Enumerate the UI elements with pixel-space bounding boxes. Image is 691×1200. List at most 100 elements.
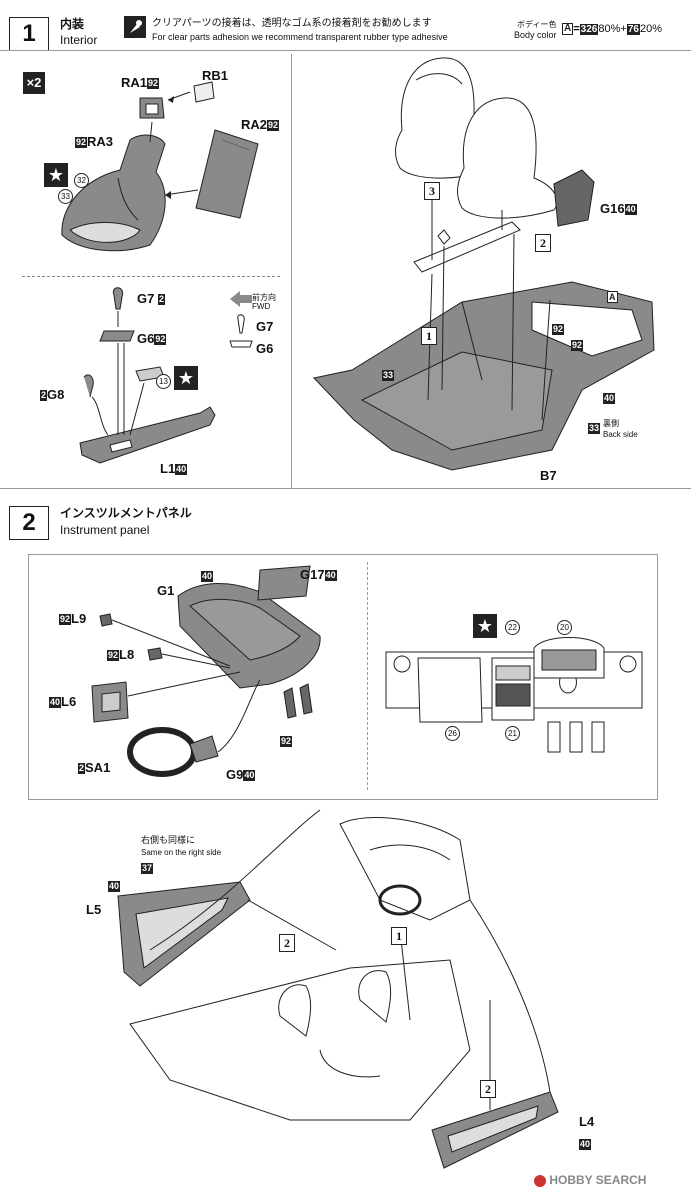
body-color-plus: + — [620, 23, 627, 35]
part-g8: 2G8 — [40, 387, 65, 402]
seat-console-divider — [22, 276, 280, 277]
part-ra3-color: 92 — [75, 137, 88, 149]
decal-star-icon: ★ — [44, 163, 68, 187]
quantity-badge: ×2 — [23, 72, 45, 94]
part-l4: L4 — [579, 1114, 595, 1129]
step1-vertical-divider — [291, 54, 292, 488]
watermark: HOBBY SEARCH — [534, 1173, 646, 1187]
part-b7: B7 — [540, 468, 557, 483]
instrument-panel-drawing — [91, 565, 321, 777]
body-color-mix-b: 76 — [626, 23, 640, 35]
decal-ref-20: 20 — [557, 620, 572, 635]
body-color-mix-b-pct: 20% — [639, 23, 662, 35]
part-g6-color: 92 — [154, 334, 167, 346]
part-g16-color: 40 — [624, 204, 637, 216]
part-ra3: 92RA3 — [75, 134, 114, 149]
part-g17-color: 40 — [324, 570, 337, 582]
body-color-code: A — [562, 23, 574, 36]
step-ref-1-center: 1 — [391, 927, 407, 945]
color-ref-92b: 92 — [571, 340, 584, 352]
color-ref-92-panel: 92 — [280, 736, 293, 748]
part-g6: G692 — [137, 331, 167, 346]
part-l1-color: 40 — [175, 464, 188, 476]
step-ref-2-right: 2 — [480, 1080, 496, 1098]
adhesive-note-en: For clear parts adhesion we recommend tr… — [152, 32, 448, 42]
dashboard-decal-drawing — [385, 637, 643, 753]
step1-separator — [0, 50, 691, 51]
part-l6-color: 40 — [49, 697, 62, 709]
part-l1: L140 — [160, 461, 188, 476]
part-g17: G1740 — [300, 567, 337, 582]
body-color-ref-a: A — [607, 290, 618, 303]
part-g16: G1640 — [600, 201, 637, 216]
part-l8-color: 92 — [107, 650, 120, 662]
step-number-1: 1 — [9, 17, 49, 51]
step-ref-2-left: 2 — [279, 934, 295, 952]
adhesive-note-jp: クリアパーツの接着は、透明なゴム系の接着剤をお勧めします — [152, 18, 432, 29]
part-g9-color: 40 — [243, 770, 256, 782]
part-g7-color: 2 — [157, 294, 165, 306]
part-g1-color: 40 — [201, 571, 214, 583]
part-ra1: RA192 — [121, 75, 160, 90]
adhesive-icon — [124, 16, 146, 38]
step2-title-jp: インスツルメントパネル — [60, 506, 192, 520]
part-ra2-color: 92 — [267, 120, 280, 132]
color-ref-33: 33 — [382, 370, 395, 382]
floor-assembly-drawing — [313, 57, 655, 471]
back-side-jp: 裏側 — [603, 419, 619, 428]
back-side-color: 33 — [588, 423, 601, 435]
step-ref-2: 2 — [535, 234, 551, 252]
part-g7: G7 2 — [137, 291, 165, 306]
step1-title-en: Interior — [60, 33, 98, 47]
part-rb1: RB1 — [202, 68, 229, 83]
decal-star-icon-3: ★ — [473, 614, 497, 638]
part-ra1-color: 92 — [147, 78, 160, 90]
step-separator — [0, 488, 691, 489]
color-ref-92a: 92 — [552, 324, 565, 336]
right-side-note-en: Same on the right side — [141, 848, 222, 857]
step-number-2: 2 — [9, 506, 49, 540]
part-l9: 92L9 — [59, 611, 87, 626]
fwd-label-en: FWD — [252, 302, 271, 311]
step-ref-1: 1 — [421, 327, 437, 345]
fwd-label-jp: 前方向 — [252, 293, 276, 302]
decal-ref-26: 26 — [445, 726, 460, 741]
body-color-mix-a: 326 — [579, 23, 599, 35]
part-g1: G1 — [157, 583, 175, 598]
part-g8-color: 2 — [40, 390, 48, 402]
right-side-note-jp: 右側も同様に — [141, 835, 196, 845]
part-sa1-color: 2 — [78, 763, 86, 775]
body-color-mix-a-pct: 80% — [598, 23, 621, 35]
body-color-en: Body color — [514, 30, 557, 40]
panel-frame-divider — [367, 562, 368, 790]
part-ra2: RA292 — [241, 117, 280, 132]
decal-ref-13: 13 — [156, 374, 171, 389]
watermark-logo-icon — [534, 1174, 546, 1187]
part-l8: 92L8 — [107, 647, 135, 662]
body-color-jp: ボディー色 — [517, 20, 557, 29]
side-g6: G6 — [256, 341, 274, 356]
side-g7: G7 — [256, 319, 274, 334]
seat-assembly-drawing — [61, 81, 259, 252]
step1-title-jp: 内装 — [60, 17, 85, 31]
decal-ref-21: 21 — [505, 726, 520, 741]
part-l5: L5 — [86, 902, 102, 917]
l4-color: 40 — [579, 1139, 592, 1151]
part-l6: 40L6 — [49, 694, 77, 709]
step-ref-3: 3 — [424, 182, 440, 200]
part-l9-color: 92 — [59, 614, 72, 626]
part-g9: G940 — [226, 767, 256, 782]
decal-ref-32: 32 — [74, 173, 89, 188]
part-sa1: 2SA1 — [78, 760, 111, 775]
final-assembly-drawing — [117, 809, 559, 1169]
body-color-formula: A=32680%+7620% — [562, 23, 662, 36]
instrument-panel-frame — [28, 554, 658, 800]
l5-inner-color: 37 — [141, 863, 154, 875]
back-side-en: Back side — [603, 430, 638, 439]
decal-ref-33: 33 — [58, 189, 73, 204]
l5-color: 40 — [108, 881, 121, 893]
console-assembly-drawing — [79, 287, 253, 464]
decal-ref-22: 22 — [505, 620, 520, 635]
color-ref-40: 40 — [603, 393, 616, 405]
step2-title-en: Instrument panel — [60, 523, 150, 537]
